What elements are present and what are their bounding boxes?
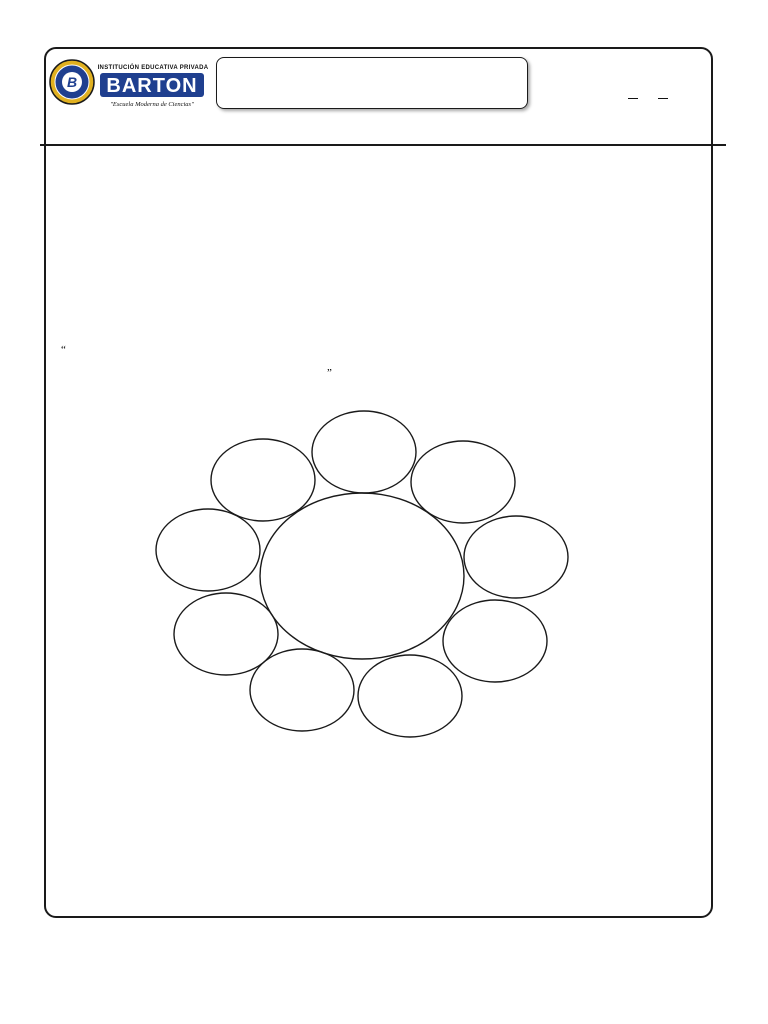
svg-text:"Escuela Moderna de Ciencias": "Escuela Moderna de Ciencias" [110, 101, 194, 108]
page-frame [44, 47, 713, 918]
circle-map-svg [155, 410, 569, 738]
svg-text:BARTON: BARTON [106, 75, 197, 97]
blank-line-1[interactable] [628, 98, 638, 99]
outer-circle[interactable] [410, 440, 516, 524]
outer-circle[interactable] [155, 508, 261, 592]
outer-circle[interactable] [173, 592, 279, 676]
opening-quote: “ [61, 344, 66, 356]
outer-circle[interactable] [442, 599, 548, 683]
outer-circle[interactable] [249, 648, 355, 732]
outer-circle[interactable] [357, 654, 463, 738]
closing-quote: ” [327, 367, 332, 379]
school-logo: B INSTITUCIÓN EDUCATIVA PRIVADA BARTON "… [48, 58, 210, 116]
header-divider [40, 144, 726, 146]
svg-text:B: B [67, 74, 77, 90]
outer-circle[interactable] [463, 515, 569, 599]
outer-circle[interactable] [210, 438, 316, 522]
blank-line-2[interactable] [658, 98, 668, 99]
center-circle[interactable] [259, 492, 465, 660]
outer-circle[interactable] [311, 410, 417, 494]
circle-map-diagram [150, 405, 575, 745]
title-box[interactable] [216, 57, 528, 109]
svg-text:INSTITUCIÓN EDUCATIVA PRIVADA: INSTITUCIÓN EDUCATIVA PRIVADA [98, 63, 209, 71]
